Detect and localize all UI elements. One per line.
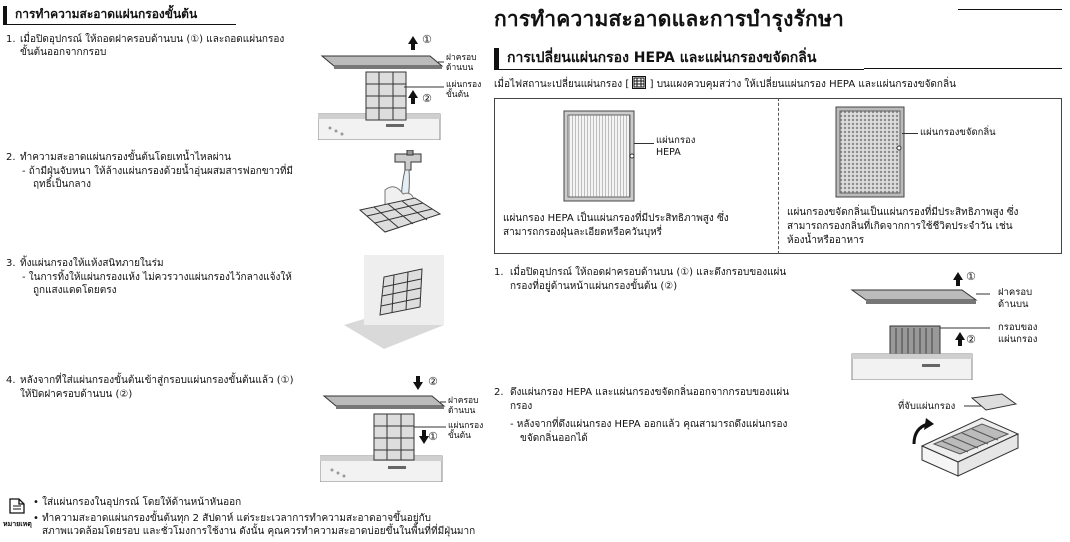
intro-text: เมื่อไฟสถานะเปลี่ยนแผ่นกรอง [ ] บนแผงควบ… bbox=[494, 76, 956, 92]
note-icon bbox=[9, 498, 25, 514]
right-step2-line2: กรอง bbox=[510, 401, 533, 412]
hepa-frame-removal-illustration bbox=[850, 272, 990, 380]
left-fig4-filter-l2: ขั้นต้น bbox=[448, 431, 471, 441]
left-fig4-cover-l2: ด้านบน bbox=[448, 406, 476, 416]
left-step4-num: 4. bbox=[6, 375, 16, 386]
note-bullet2-line1: • ทำความสะอาดแผ่นกรองขั้นต้นทุก 2 สัปดาห… bbox=[33, 513, 431, 524]
left-step1-line1: เมื่อปิดอุปกรณ์ ให้ถอดฝาครอบด้านบน (①) แ… bbox=[20, 34, 285, 45]
subheader-rule bbox=[864, 68, 1062, 69]
hepa-desc-l2: สามารถกรองฝุ่นละเอียดหรือควันบุหรี่ bbox=[503, 227, 663, 238]
deo-desc-l3: ห้องน้ำหรืออาหาร bbox=[787, 235, 865, 246]
hepa-filter-illustration bbox=[563, 110, 635, 202]
left-fig1-mark1: ① bbox=[422, 33, 432, 46]
left-section-header: การทำความสะอาดแผ่นกรองขั้นต้น bbox=[3, 6, 236, 25]
drying-filter-illustration bbox=[344, 255, 444, 349]
right-fig2-handle-label: ที่จับแผ่นกรอง bbox=[898, 401, 956, 412]
left-step1-line2: ขั้นต้นออกจากกรอบ bbox=[20, 47, 107, 58]
hepa-label-leader bbox=[634, 143, 654, 144]
left-fig1-cover-l1: ฝาครอบ bbox=[446, 53, 477, 63]
right-fig1-cover-l2: ด้านบน bbox=[998, 299, 1029, 310]
deo-label-leader bbox=[902, 133, 918, 134]
note-icon-label: หมายเหตุ bbox=[3, 520, 32, 528]
left-fig4-cover-l1: ฝาครอบ bbox=[448, 396, 479, 406]
left-step1-num: 1. bbox=[6, 34, 16, 45]
deodorization-filter-illustration bbox=[835, 106, 905, 198]
left-fig1-filter-l1: แผ่นกรอง bbox=[446, 80, 482, 90]
left-step3-sub1: - ในการทิ้งให้แผ่นกรองแห้ง ไม่ควรวางแผ่น… bbox=[22, 272, 292, 283]
note-bullet1: • ใส่แผ่นกรองในอุปกรณ์ โดยให้ด้านหน้าหัน… bbox=[33, 497, 242, 508]
prefilter-removal-illustration bbox=[318, 36, 444, 140]
left-fig1-cover-l2: ด้านบน bbox=[446, 63, 474, 73]
filter-indicator-icon bbox=[632, 76, 647, 89]
left-fig4-mark2: ① bbox=[428, 430, 438, 443]
hepa-label-l2: HEPA bbox=[656, 147, 681, 158]
right-fig1-frame-l1: กรอบของ bbox=[998, 322, 1038, 333]
right-step2-sub1: - หลังจากที่ดึงแผ่นกรอง HEPA ออกแล้ว คุณ… bbox=[510, 419, 788, 430]
left-step2-sub2: ฤทธิ์เป็นกลาง bbox=[33, 179, 92, 190]
right-step2-num: 2. bbox=[494, 387, 504, 398]
left-section-title: การทำความสะอาดแผ่นกรองขั้นต้น bbox=[15, 7, 198, 21]
left-fig1-mark2: ② bbox=[422, 92, 432, 105]
left-step4-line2: ให้ปิดฝาครอบด้านบน (②) bbox=[20, 389, 133, 400]
right-step1-line1: เมื่อปิดอุปกรณ์ ให้ถอดฝาครอบด้านบน (①) แ… bbox=[510, 267, 787, 278]
deo-desc-l2: สามารถกรองกลิ่นที่เกิดจากการใช้ชีวิตประจ… bbox=[787, 221, 1013, 232]
note-bullet2-line2: สภาพแวดล้อมโดยรอบ และชั่วโมงการใช้งาน ดั… bbox=[42, 526, 476, 537]
hepa-label-l1: แผ่นกรอง bbox=[656, 135, 696, 146]
prefilter-install-illustration bbox=[320, 376, 446, 482]
right-fig1-mark1: ① bbox=[966, 270, 976, 283]
title-rule bbox=[958, 9, 1062, 10]
deo-desc-l1: แผ่นกรองขจัดกลิ่นเป็นแผ่นกรองที่มีประสิท… bbox=[787, 207, 1019, 218]
right-step2-sub2: ขจัดกลิ่นออกได้ bbox=[520, 433, 588, 444]
right-fig1-mark2: ② bbox=[966, 333, 976, 346]
left-step3-line1: ทิ้งแผ่นกรองให้แห้งสนิทภายในร่ม bbox=[20, 258, 164, 269]
hepa-desc-l1: แผ่นกรอง HEPA เป็นแผ่นกรองที่มีประสิทธิภ… bbox=[503, 213, 729, 224]
deo-label: แผ่นกรองขจัดกลิ่น bbox=[920, 127, 996, 138]
left-step2-line1: ทำความสะอาดแผ่นกรองขั้นต้นโดยเทน้ำไหลผ่า… bbox=[20, 152, 232, 163]
left-fig4-filter-l1: แผ่นกรอง bbox=[448, 421, 484, 431]
right-step2-line1: ดึงแผ่นกรอง HEPA และแผ่นกรองขจัดกลิ่นออก… bbox=[510, 387, 790, 398]
right-step1-line2: กรองที่อยู่ด้านหน้าแผ่นกรองขั้นต้น (②) bbox=[510, 281, 678, 292]
left-step4-line1: หลังจากที่ใส่แผ่นกรองขั้นต้นเข้าสู่กรอบแ… bbox=[20, 375, 294, 386]
page-title: การทำความสะอาดและการบำรุงรักษา bbox=[494, 7, 844, 31]
right-step1-num: 1. bbox=[494, 267, 504, 278]
filter-box-divider bbox=[778, 98, 779, 254]
right-fig1-cover-l1: ฝาครอบ bbox=[998, 287, 1033, 298]
left-fig1-filter-l2: ขั้นต้น bbox=[446, 90, 469, 100]
left-fig4-mark1: ② bbox=[428, 375, 438, 388]
left-step2-sub1: - ถ้ามีฝุ่นจับหนา ให้ล้างแผ่นกรองด้วยน้ำ… bbox=[22, 166, 294, 177]
left-step3-sub2: ถูกแสงแดดโดยตรง bbox=[33, 285, 117, 296]
hepa-filter-pull-illustration bbox=[912, 393, 1020, 477]
left-step2-num: 2. bbox=[6, 152, 16, 163]
intro-after: ] บนแผงควบคุมสว่าง ให้เปลี่ยนแผ่นกรอง HE… bbox=[649, 79, 956, 90]
left-step3-num: 3. bbox=[6, 258, 16, 269]
right-fig1-frame-l2: แผ่นกรอง bbox=[998, 334, 1038, 345]
hepa-section-header: การเปลี่ยนแผ่นกรอง HEPA และแผ่นกรองขจัดก… bbox=[494, 48, 864, 70]
intro-before: เมื่อไฟสถานะเปลี่ยนแผ่นกรอง [ bbox=[494, 79, 630, 90]
hepa-section-title: การเปลี่ยนแผ่นกรอง HEPA และแผ่นกรองขจัดก… bbox=[507, 50, 817, 66]
washing-filter-illustration bbox=[358, 150, 442, 233]
